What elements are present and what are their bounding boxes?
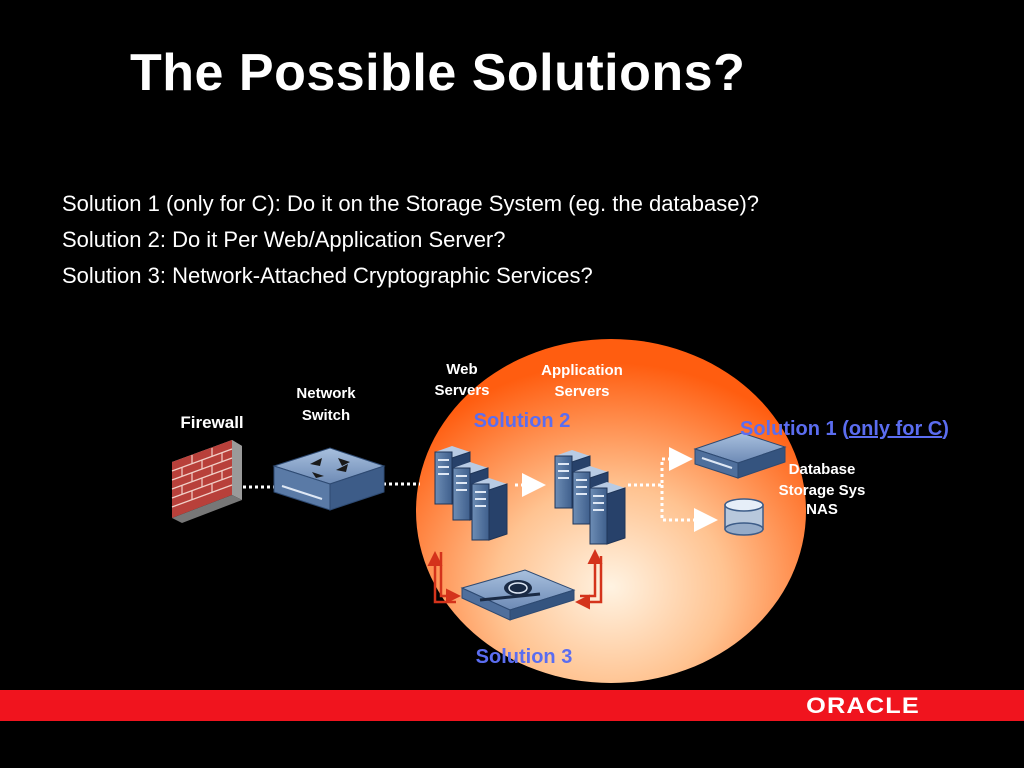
web-servers-label-line2: Servers [434,382,489,399]
network-switch-label-line1: Network [296,385,356,402]
network-switch-label-line2: Switch [302,407,350,424]
bullet-list: Solution 1 (only for C): Do it on the St… [62,186,759,294]
crypto-service-arrows [427,549,603,610]
storage-label-line2: Storage Sys [779,482,866,499]
solution-1-label: Solution 1 (only for C) [740,418,949,440]
solution-2-label: Solution 2 [474,410,571,432]
firewall-label: Firewall [180,413,243,432]
solution-1-prefix: Solution 1 ( [740,418,849,440]
firewall-icon [171,440,242,523]
storage-label-line3: NAS [806,501,838,518]
connection-lines [243,447,718,532]
network-switch-icon [272,447,386,511]
solution-1-link[interactable]: only for C [849,418,942,440]
database-icon [724,498,764,536]
solution-1-suffix: ) [942,418,949,440]
footer-bar [0,690,1024,721]
oracle-logo: ORACLE [806,693,920,718]
app-servers-label-line1: Application [541,362,623,379]
slide-title: The Possible Solutions? [130,44,746,102]
storage-system-icon [693,432,787,479]
bullet-solution-2: Solution 2: Do it Per Web/Application Se… [62,227,506,252]
web-servers-icon [434,446,508,541]
bullet-solution-3: Solution 3: Network-Attached Cryptograph… [62,263,593,288]
crypto-appliance-icon [460,569,576,621]
application-servers-icon [554,450,626,545]
app-servers-label-line2: Servers [554,383,609,400]
solution-3-label: Solution 3 [476,646,573,668]
storage-label-line1: Database [789,461,856,478]
web-servers-label-line1: Web [446,361,477,378]
bullet-solution-1: Solution 1 (only for C): Do it on the St… [62,191,760,216]
